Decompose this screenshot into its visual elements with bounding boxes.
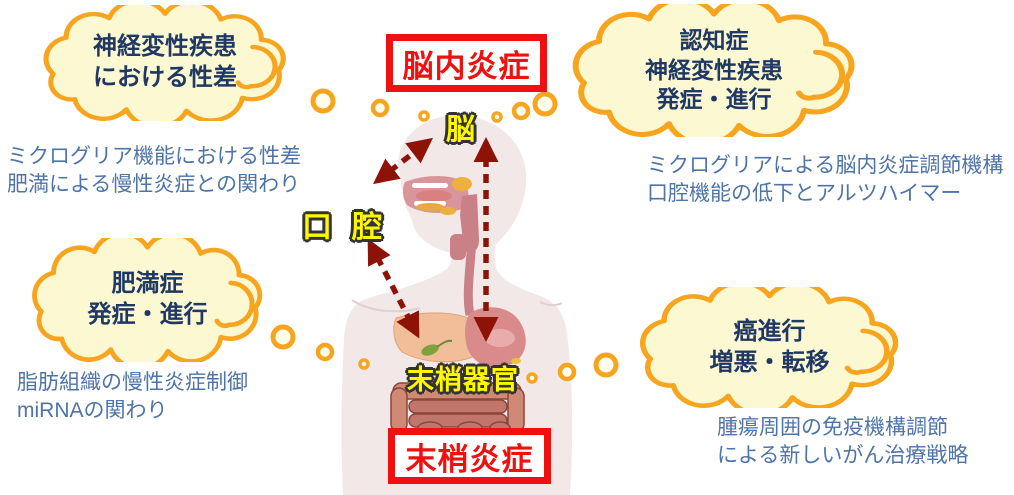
- note-line: による新しいがん治療戦略: [717, 443, 969, 467]
- thought-bubble-icon: [370, 98, 390, 118]
- cloud-line: 癌進行: [733, 317, 806, 345]
- note-microglia-sex-difference: ミクログリア機能における性差 肥満による慢性炎症との関わり: [7, 143, 301, 199]
- note-line: 肥満による慢性炎症との関わり: [7, 172, 301, 196]
- cloud-text: 肥満症 発症・進行: [25, 238, 270, 362]
- cloud-line: 増悪・転移: [709, 348, 830, 376]
- label-peripheral-organs: 末梢器官: [407, 365, 519, 395]
- cloud-text: 癌進行 増悪・転移: [632, 287, 907, 408]
- thought-bubble-icon: [358, 358, 370, 370]
- brain-inflammation-box: 脳内炎症: [386, 34, 547, 92]
- thought-bubble-icon: [593, 352, 619, 378]
- note-microglia-brain-inflammation: ミクログリアによる脳内炎症調節機構 口腔機能の低下とアルツハイマー: [647, 152, 1003, 208]
- thought-bubble-icon: [511, 101, 531, 121]
- thought-bubble-icon: [310, 88, 336, 114]
- note-line: 腫瘍周囲の免疫機構調節: [717, 416, 948, 439]
- cloud-line: 認知症: [679, 27, 749, 54]
- label-oral-cavity: 口腔: [302, 211, 402, 244]
- thought-bubble-icon: [557, 362, 577, 382]
- esophagus: [463, 239, 477, 316]
- cloud-obesity-progression: 肥満症 発症・進行: [25, 238, 270, 362]
- thought-bubble-icon: [526, 372, 538, 384]
- thought-bubble-icon: [270, 324, 296, 350]
- thought-bubble-icon: [418, 110, 430, 122]
- peripheral-inflammation-label: 末梢炎症: [405, 441, 534, 477]
- note-line: miRNAの関わり: [17, 398, 168, 422]
- cloud-line: 神経変性疾患: [93, 33, 237, 61]
- label-brain: 脳: [446, 114, 476, 146]
- cloud-neurodegeneration-sex-difference: 神経変性疾患 における性差: [36, 5, 294, 121]
- cloud-text: 神経変性疾患 における性差: [36, 5, 294, 121]
- thought-bubble-icon: [315, 342, 335, 362]
- cloud-dementia-progression: 認知症 神経変性疾患 発症・進行: [564, 4, 864, 137]
- liver: [393, 312, 476, 363]
- cloud-line: 発症・進行: [656, 86, 772, 113]
- dashed-arrow-oral-peripheral: [367, 238, 420, 339]
- brain-inflammation-label: 脳内炎症: [402, 48, 531, 84]
- thought-bubble-icon: [491, 111, 503, 123]
- note-adipose-mirna: 脂肪組織の慢性炎症制御 miRNAの関わり: [17, 369, 248, 425]
- cloud-cancer-metastasis: 癌進行 増悪・転移: [632, 287, 907, 408]
- cloud-text: 認知症 神経変性疾患 発症・進行: [564, 4, 864, 137]
- cloud-line: における性差: [93, 64, 237, 91]
- oral-cavity-anatomy: [402, 176, 479, 260]
- note-line: 口腔機能の低下とアルツハイマー: [647, 181, 962, 205]
- cloud-line: 神経変性疾患: [645, 56, 783, 83]
- dashed-arrow-brain-oral: [372, 137, 434, 185]
- peripheral-inflammation-box: 末梢炎症: [388, 428, 551, 484]
- cloud-line: 肥満症: [111, 270, 184, 298]
- note-line: ミクログリア機能における性差: [7, 145, 301, 168]
- note-tumor-immune-strategy: 腫瘍周囲の免疫機構調節 による新しいがん治療戦略: [717, 414, 968, 470]
- thought-bubble-icon: [532, 91, 558, 117]
- gallbladder: [421, 344, 439, 356]
- cloud-line: 発症・進行: [87, 301, 208, 328]
- note-line: ミクログリアによる脳内炎症調節機構: [647, 154, 1004, 177]
- note-line: 脂肪組織の慢性炎症制御: [17, 371, 248, 394]
